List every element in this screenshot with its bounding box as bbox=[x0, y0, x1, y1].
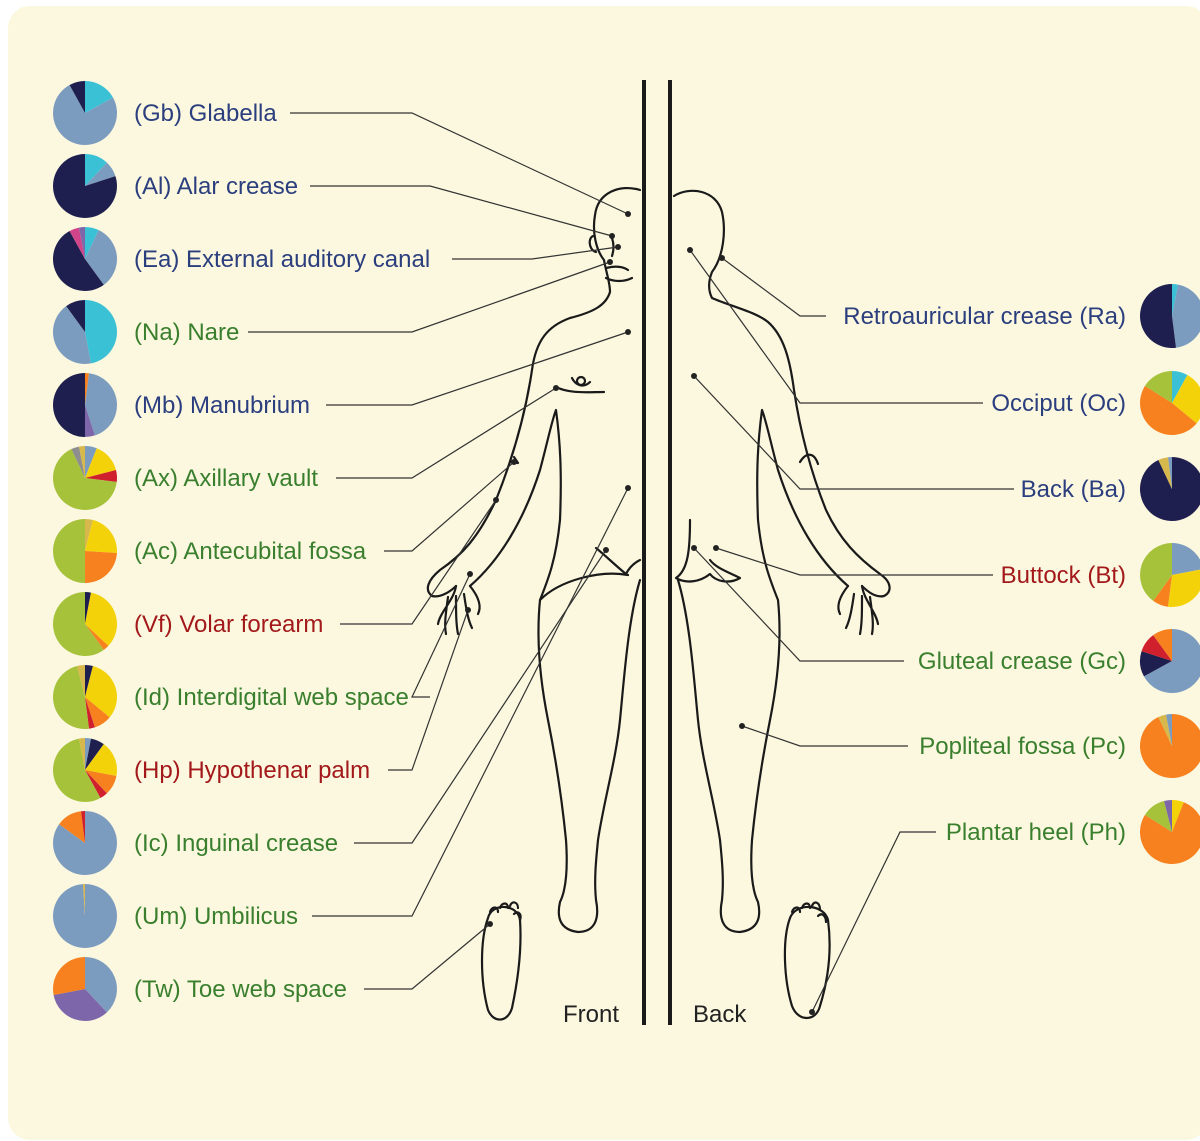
site-marker-al bbox=[609, 233, 615, 239]
site-marker-ra bbox=[719, 255, 725, 261]
site-marker-ic bbox=[603, 547, 609, 553]
pie-chart-hp bbox=[53, 738, 117, 802]
leader-line-gb bbox=[290, 113, 628, 214]
pie-chart-pc bbox=[1140, 714, 1200, 778]
site-marker-hp bbox=[465, 607, 471, 613]
site-marker-ea bbox=[615, 244, 621, 250]
pie-chart-gc bbox=[1140, 629, 1200, 693]
pie-slice-navy bbox=[53, 373, 85, 437]
pie-chart-um bbox=[53, 884, 117, 948]
site-marker-um bbox=[625, 485, 631, 491]
site-label-pc: Popliteal fossa (Pc) bbox=[919, 733, 1126, 760]
pie-chart-al bbox=[53, 154, 117, 218]
site-label-na: (Na) Nare bbox=[134, 319, 239, 346]
site-markers bbox=[465, 211, 815, 1015]
pie-chart-ba bbox=[1140, 457, 1200, 521]
leader-line-ph bbox=[812, 832, 936, 1012]
site-label-ac: (Ac) Antecubital fossa bbox=[134, 538, 367, 565]
site-label-ic: (Ic) Inguinal crease bbox=[134, 830, 338, 857]
site-marker-bt bbox=[713, 545, 719, 551]
site-marker-tw bbox=[487, 921, 493, 927]
site-label-oc: Occiput (Oc) bbox=[991, 390, 1126, 417]
site-marker-gb bbox=[625, 211, 631, 217]
site-label-ea: (Ea) External auditory canal bbox=[134, 246, 430, 273]
pie-chart-tw bbox=[53, 957, 117, 1021]
pie-chart-na bbox=[53, 300, 117, 364]
site-label-id: (Id) Interdigital web space bbox=[134, 684, 409, 711]
pie-slice-orange bbox=[85, 551, 117, 583]
pie-chart-bt bbox=[1140, 543, 1200, 607]
pie-slice-steel bbox=[1172, 285, 1200, 348]
site-marker-id bbox=[467, 571, 473, 577]
pie-chart-mb bbox=[53, 373, 117, 437]
site-label-tw: (Tw) Toe web space bbox=[134, 976, 347, 1003]
site-labels: (Gb) Glabella (Al) Alar crease (Ea) Extern… bbox=[134, 100, 1126, 1003]
pie-chart-oc bbox=[1140, 371, 1200, 435]
leader-line-gc bbox=[694, 548, 904, 661]
site-label-gc: Gluteal crease (Gc) bbox=[918, 648, 1126, 675]
pie-chart-vf bbox=[53, 592, 117, 656]
front-view-label: Front bbox=[563, 1001, 619, 1028]
site-marker-ph bbox=[809, 1009, 815, 1015]
pie-slice-orange bbox=[53, 957, 85, 995]
leader-line-ea bbox=[452, 247, 618, 259]
site-label-ax: (Ax) Axillary vault bbox=[134, 465, 318, 492]
site-marker-mb bbox=[625, 329, 631, 335]
pie-chart-ea bbox=[53, 227, 117, 291]
site-marker-ac bbox=[511, 459, 517, 465]
pie-slice-navy bbox=[1140, 284, 1176, 348]
site-marker-na bbox=[607, 259, 613, 265]
site-marker-ax bbox=[553, 385, 559, 391]
site-marker-oc bbox=[687, 247, 693, 253]
front-body-outline bbox=[428, 188, 640, 1019]
pie-chart-ax bbox=[53, 446, 117, 510]
site-label-hp: (Hp) Hypothenar palm bbox=[134, 757, 370, 784]
site-marker-ba bbox=[691, 373, 697, 379]
pie-slice-lime bbox=[53, 519, 85, 583]
leader-line-mb bbox=[326, 332, 628, 405]
site-marker-vf bbox=[493, 497, 499, 503]
site-label-ra: Retroauricular crease (Ra) bbox=[843, 303, 1126, 330]
pie-chart-ic bbox=[53, 811, 117, 875]
pie-slice-steel bbox=[53, 884, 117, 948]
leader-line-al bbox=[310, 186, 612, 236]
pie-slice-steel bbox=[1172, 543, 1200, 575]
leader-line-id bbox=[412, 574, 470, 697]
pie-chart-ac bbox=[53, 519, 117, 583]
leader-line-tw bbox=[364, 924, 490, 989]
pie-chart-gb bbox=[53, 81, 117, 145]
pie-slice-cyan bbox=[85, 300, 117, 363]
site-label-ba: Back (Ba) bbox=[1021, 476, 1126, 503]
site-marker-gc bbox=[691, 545, 697, 551]
leader-line-ba bbox=[694, 376, 1014, 489]
site-label-mb: (Mb) Manubrium bbox=[134, 392, 310, 419]
pie-chart-ph bbox=[1140, 800, 1200, 864]
site-label-vf: (Vf) Volar forearm bbox=[134, 611, 323, 638]
site-marker-pc bbox=[739, 723, 745, 729]
site-label-ph: Plantar heel (Ph) bbox=[946, 819, 1126, 846]
site-label-bt: Buttock (Bt) bbox=[1001, 562, 1126, 589]
leader-line-ax bbox=[336, 388, 556, 478]
leader-line-ac bbox=[384, 462, 514, 551]
back-view-label: Back bbox=[693, 1001, 747, 1028]
site-label-gb: (Gb) Glabella bbox=[134, 100, 277, 127]
pie-chart-id bbox=[53, 665, 117, 729]
pie-chart-ra bbox=[1140, 284, 1200, 348]
site-label-um: (Um) Umbilicus bbox=[134, 903, 298, 930]
site-label-al: (Al) Alar crease bbox=[134, 173, 298, 200]
